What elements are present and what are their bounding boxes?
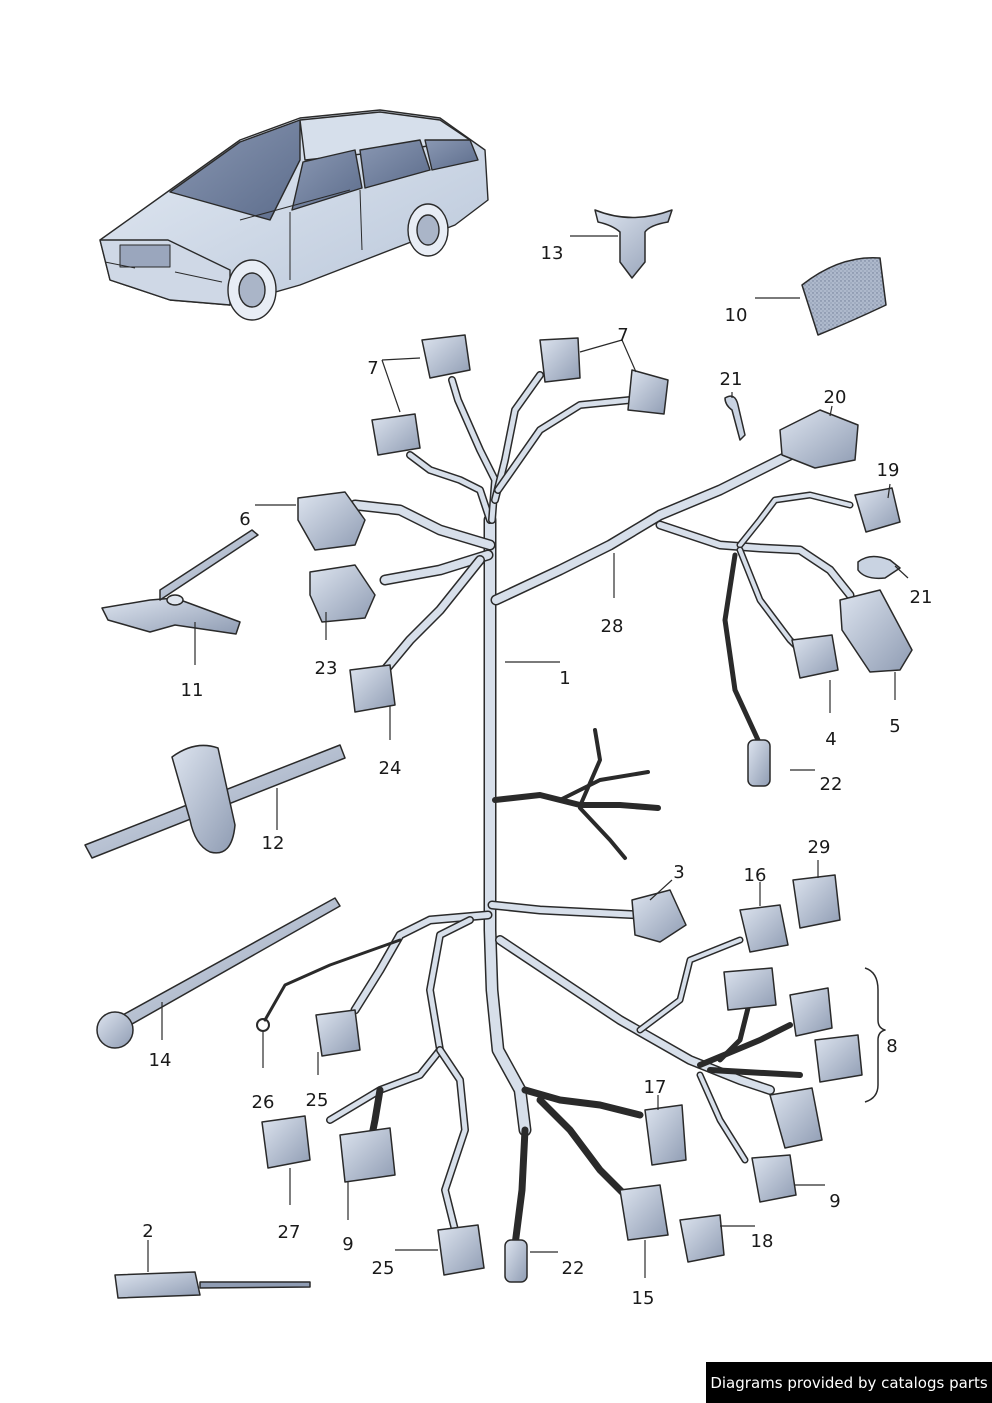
callout-13: 13 bbox=[540, 243, 564, 264]
callout-5: 5 bbox=[889, 716, 901, 737]
callout-8: 8 bbox=[886, 1036, 898, 1057]
loose-parts bbox=[84, 209, 901, 1299]
callout-15: 15 bbox=[631, 1288, 655, 1309]
callout-21-top: 21 bbox=[719, 369, 743, 390]
leader-lines bbox=[147, 235, 909, 1278]
callout-28: 28 bbox=[600, 616, 624, 637]
callout-12: 12 bbox=[261, 833, 285, 854]
callout-9-right: 9 bbox=[829, 1191, 841, 1212]
callout-11: 11 bbox=[180, 680, 204, 701]
callout-10: 10 bbox=[724, 305, 748, 326]
callout-7-right: 7 bbox=[617, 325, 629, 346]
harness-wires bbox=[263, 371, 855, 1249]
callout-14: 14 bbox=[148, 1050, 172, 1071]
callout-16: 16 bbox=[743, 865, 767, 886]
callout-20: 20 bbox=[823, 387, 847, 408]
callout-24: 24 bbox=[378, 758, 402, 779]
catalog-credit-banner: Diagrams provided by catalogs parts bbox=[706, 1362, 992, 1403]
callout-1: 1 bbox=[559, 668, 571, 689]
connectors bbox=[256, 334, 913, 1283]
callout-22-top: 22 bbox=[819, 774, 843, 795]
callout-17: 17 bbox=[643, 1077, 667, 1098]
callout-25-bottom: 25 bbox=[371, 1258, 395, 1279]
callout-29: 29 bbox=[807, 837, 831, 858]
callout-3: 3 bbox=[673, 862, 685, 883]
callout-22-bottom: 22 bbox=[561, 1258, 585, 1279]
callout-18: 18 bbox=[750, 1231, 774, 1252]
callout-7-left: 7 bbox=[367, 358, 379, 379]
callout-19: 19 bbox=[876, 460, 900, 481]
callout-4: 4 bbox=[825, 729, 837, 750]
callout-6: 6 bbox=[239, 509, 251, 530]
callout-2: 2 bbox=[142, 1221, 154, 1242]
callout-21-right: 21 bbox=[909, 587, 933, 608]
catalog-credit-text: Diagrams provided by catalogs parts bbox=[710, 1373, 988, 1392]
callout-23: 23 bbox=[314, 658, 338, 679]
callout-25-mid: 25 bbox=[305, 1090, 329, 1111]
callout-27: 27 bbox=[277, 1222, 301, 1243]
callout-9-left: 9 bbox=[342, 1234, 354, 1255]
callout-26: 26 bbox=[251, 1092, 275, 1113]
car-illustration bbox=[99, 109, 489, 321]
